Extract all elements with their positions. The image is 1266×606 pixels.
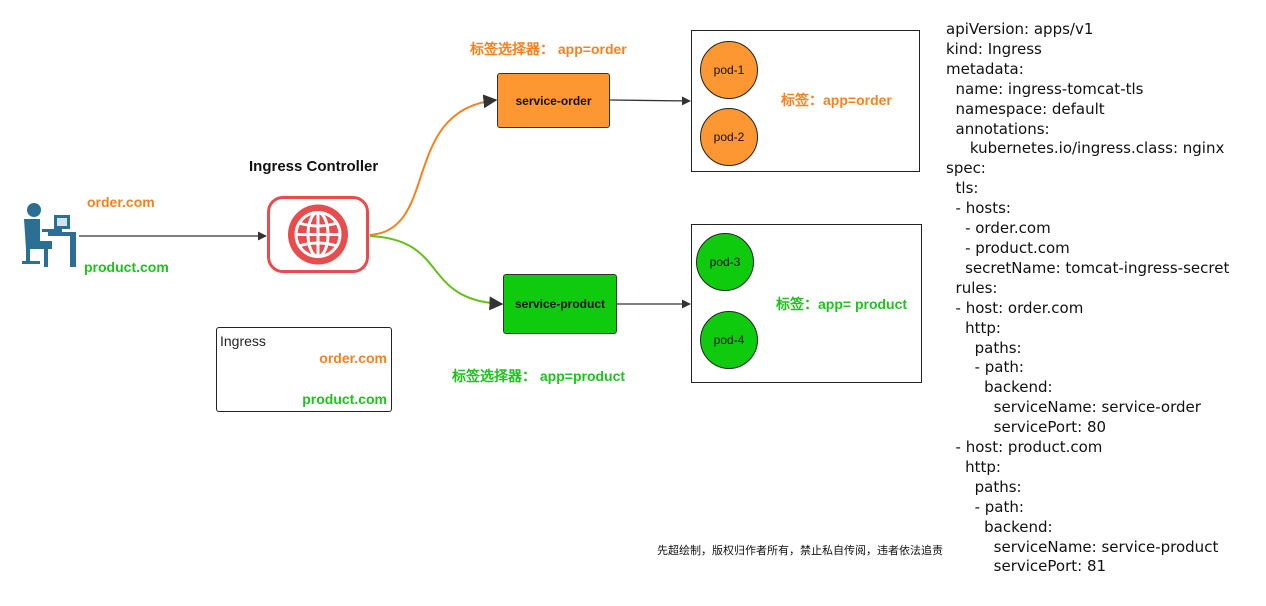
service-order-box: service-order bbox=[497, 73, 610, 128]
yaml-line: - order.com bbox=[946, 219, 1051, 238]
yaml-line: - hosts: bbox=[946, 199, 1011, 218]
controller-to-product-curve bbox=[369, 235, 504, 311]
yaml-line: spec: bbox=[946, 159, 986, 178]
ingress-controller-title: Ingress Controller bbox=[249, 158, 379, 175]
user-product-domain: product.com bbox=[84, 259, 169, 275]
yaml-line: serviceName: service-order bbox=[946, 398, 1201, 417]
ingress-box-title: Ingress bbox=[220, 333, 266, 349]
yaml-line: servicePort: 80 bbox=[946, 418, 1107, 437]
yaml-line: - product.com bbox=[946, 238, 1070, 257]
service-order-label: service-order bbox=[515, 93, 592, 108]
yaml-line: secretName: tomcat-ingress-secret bbox=[946, 258, 1230, 277]
ingress-box-product: product.com bbox=[302, 391, 387, 407]
yaml-line: http: bbox=[946, 318, 1001, 337]
order-selector-label: 标签选择器： app=order bbox=[470, 41, 627, 57]
yaml-line: rules: bbox=[946, 278, 998, 297]
pod-2: pod-2 bbox=[700, 108, 758, 166]
user-order-domain: order.com bbox=[87, 194, 155, 210]
yaml-line: kubernetes.io/ingress.class: nginx bbox=[946, 139, 1225, 158]
yaml-line: - host: product.com bbox=[946, 438, 1103, 457]
yaml-line: - path: bbox=[946, 358, 1024, 377]
yaml-line: servicePort: 81 bbox=[946, 557, 1107, 576]
yaml-line: paths: bbox=[946, 477, 1022, 496]
yaml-line: tls: bbox=[946, 179, 979, 198]
controller-to-order-curve bbox=[369, 94, 498, 236]
yaml-line: paths: bbox=[946, 338, 1022, 357]
ingress-box: Ingress order.com product.com bbox=[216, 327, 392, 412]
globe-icon bbox=[288, 204, 348, 265]
user-at-computer-icon bbox=[22, 203, 76, 267]
product-pods-group bbox=[691, 224, 922, 383]
pod-4: pod-4 bbox=[700, 311, 758, 369]
order-pod-label: 标签：app=order bbox=[781, 92, 892, 108]
yaml-line: serviceName: service-product bbox=[946, 537, 1219, 556]
yaml-line: name: ingress-tomcat-tls bbox=[946, 79, 1144, 98]
order-service-to-pods-arrow bbox=[609, 96, 691, 106]
ingress-box-order: order.com bbox=[319, 350, 387, 366]
yaml-line: annotations: bbox=[946, 119, 1050, 138]
yaml-line: apiVersion: apps/v1 bbox=[946, 20, 1094, 38]
yaml-line: kind: Ingress bbox=[946, 39, 1042, 58]
yaml-line: metadata: bbox=[946, 59, 1024, 78]
yaml-line: - path: bbox=[946, 497, 1024, 516]
copyright-note: 先超绘制，版权归作者所有，禁止私自传阅，违者依法追责 bbox=[657, 544, 943, 557]
ingress-controller-node bbox=[267, 196, 369, 273]
product-pod-label: 标签：app= product bbox=[776, 296, 908, 312]
service-product-label: service-product bbox=[514, 297, 606, 311]
yaml-line: http: bbox=[946, 457, 1001, 476]
pod-1: pod-1 bbox=[700, 41, 758, 99]
yaml-line: backend: bbox=[946, 378, 1053, 397]
product-selector-label: 标签选择器： app=product bbox=[452, 368, 626, 384]
pod-3: pod-3 bbox=[696, 233, 754, 291]
yaml-line: - host: order.com bbox=[946, 298, 1084, 317]
yaml-line: namespace: default bbox=[946, 99, 1105, 118]
order-pods-group bbox=[691, 30, 920, 172]
yaml-line: backend: bbox=[946, 517, 1053, 536]
service-product-box: service-product bbox=[503, 274, 617, 334]
